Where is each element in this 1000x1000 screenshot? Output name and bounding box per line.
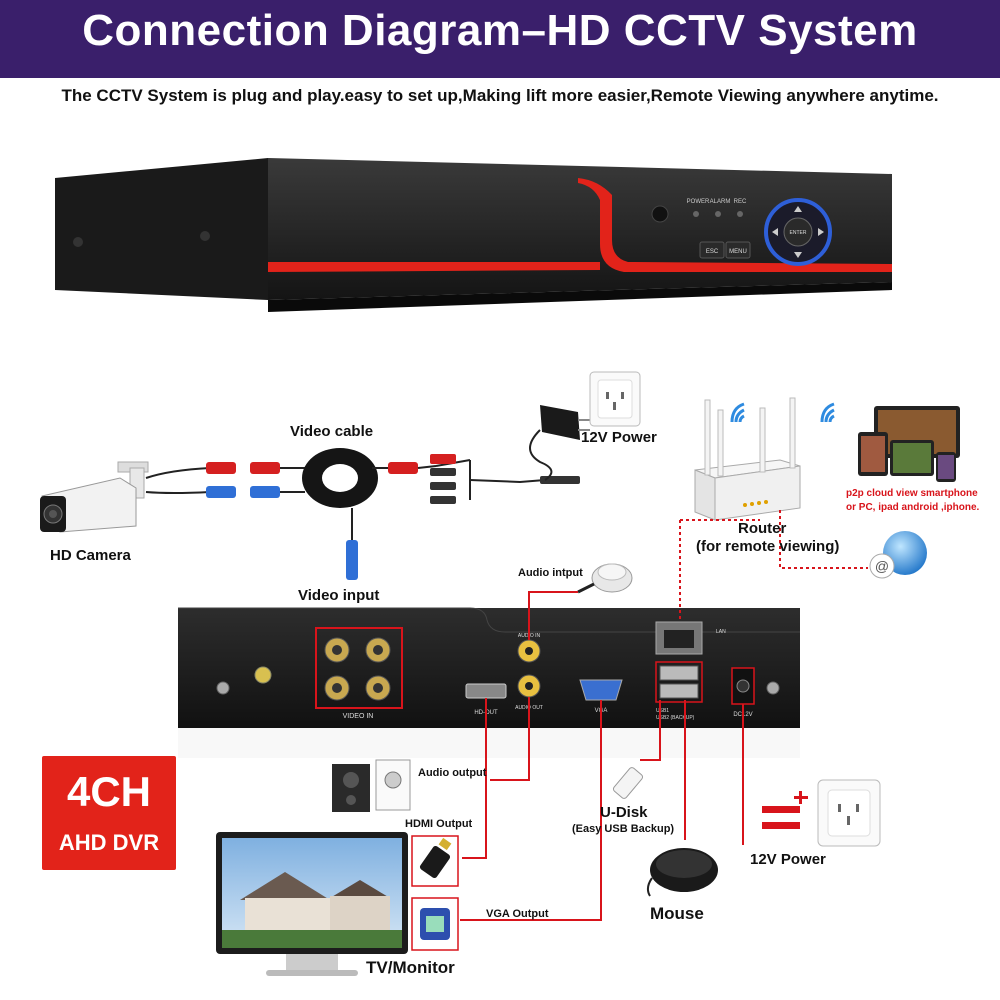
connection-wires [460,519,760,921]
svg-text:@: @ [875,558,889,574]
udisk-label: U-Disk [600,804,648,821]
usb1-label: USB1 [656,708,669,714]
menu-button-label: MENU [729,249,747,255]
hdmi-output-label: HDMI Output [405,818,473,830]
page-title: Connection Diagram–HD CCTV System [82,6,918,55]
rec-indicator-label: REC [734,199,747,205]
p2p-line1: p2p cloud view smartphone [846,488,978,499]
video-cable-icon [145,448,580,580]
dvr-front-unit [55,158,892,312]
microphone-icon [577,563,633,594]
router-sub-label: (for remote viewing) [696,538,840,555]
wall-socket-bottom-icon [817,779,881,847]
hdmi-cable-icon [419,837,452,879]
wall-socket-top-icon [589,371,641,427]
title-banner [0,0,1000,78]
router-label: Router [738,520,787,537]
alarm-indicator-label: ALARM [710,199,731,205]
video-in-label: VIDEO IN [343,713,374,720]
vga-port-icon [579,679,623,701]
power-adapter-icon [529,405,590,481]
video-input-label: Video input [298,587,380,604]
badge-type: AHD DVR [58,830,160,855]
video-in-highlight [315,627,403,709]
lan-label: LAN [716,629,726,635]
hd-camera-label: HD Camera [50,547,131,564]
tagline: The CCTV System is plug and play.easy to… [61,86,939,105]
mouse-icon [646,848,718,897]
enter-button-label: ENTER [790,230,807,236]
speaker-icon [332,759,411,812]
usb1-port-icon [659,665,699,681]
vga-cable-icon [420,908,450,940]
router-icon [694,397,801,521]
tv-monitor-label: TV/Monitor [366,958,455,977]
usb2-label: USB2 (BACKUP) [656,715,695,721]
esc-button-label: ESC [706,249,719,255]
mouse-label: Mouse [650,904,704,923]
vga-output-label: VGA Output [486,908,549,920]
tv-monitor-icon [216,832,408,976]
remote-devices-icon [858,406,960,482]
internet-globe-icon: @ [869,531,927,579]
hdmi-port-icon [465,683,507,699]
dvr-rear-panel [178,607,800,758]
dvr-red-trim [578,178,892,272]
ir-sensor-icon [651,205,669,223]
alarm-led-icon [715,211,721,217]
audio-input-label: Audio intput [518,567,583,579]
product-badge [42,756,176,870]
usb2-port-icon [659,683,699,699]
power-led-icon [693,211,699,217]
wifi-left-icon [730,402,745,423]
usb-disk-icon [612,767,644,799]
wifi-right-icon [820,402,835,423]
video-cable-label: Video cable [290,423,374,440]
udisk-sub-label: (Easy USB Backup) [572,823,675,835]
p2p-line2: or PC, ipad android ,iphone. [846,502,980,513]
audio-output-label: Audio output [418,767,487,779]
power-top-label: 12V Power [581,429,657,446]
rec-led-icon [737,211,743,217]
dvr-side-panel [55,158,268,300]
power-bottom-label: 12V Power [750,851,826,868]
power-indicator-label: POWER [687,199,710,205]
badge-channels: 4CH [66,768,152,815]
hd-camera-icon [40,461,149,533]
dc-power-symbol-icon [762,791,808,829]
